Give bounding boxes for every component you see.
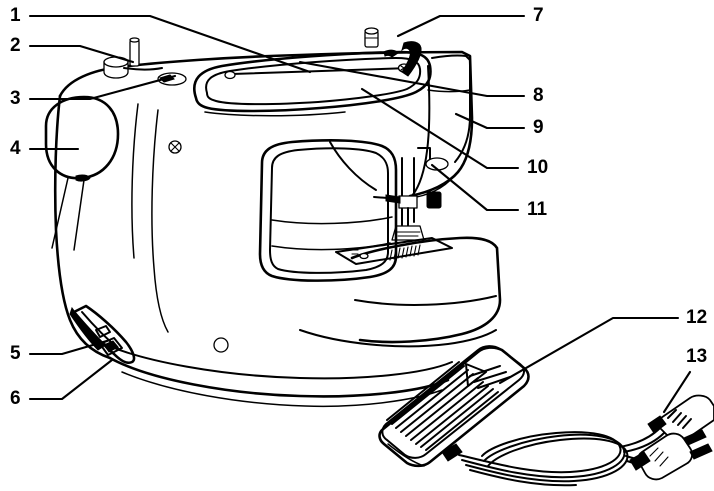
leader-1 <box>28 14 312 74</box>
face-plate-seam-top <box>427 89 471 93</box>
callout-numbers: 1 2 3 4 5 6 7 8 9 10 11 12 13 <box>10 5 707 409</box>
pedal-ribs <box>386 361 499 451</box>
mains-plug-collar <box>629 451 651 471</box>
pedal-side-wall <box>387 443 425 467</box>
machine-base-upper-edge <box>97 340 453 380</box>
handle-base-shadow <box>204 111 346 117</box>
mains-plug-prongs <box>683 429 713 460</box>
mains-plug-grip <box>649 447 669 467</box>
machine-extension-front <box>299 329 497 348</box>
free-arm-outer <box>258 139 398 282</box>
callout-2-label: 2 <box>10 35 21 56</box>
power-switch-socket-area <box>69 304 136 365</box>
machine-plug-collar <box>647 415 667 434</box>
spool-pin-assembly <box>364 27 422 77</box>
free-arm-inner <box>269 147 389 274</box>
body-contour-left-2 <box>131 103 139 259</box>
callout-5-label: 5 <box>10 343 21 364</box>
handle-top-highlight <box>231 67 411 75</box>
bobbin-spindle-top <box>129 37 140 43</box>
spool-pin-top <box>364 27 379 35</box>
thread-guide-block <box>426 191 442 209</box>
face-plate-left-edge <box>409 65 431 199</box>
callout-11-label: 11 <box>527 199 548 220</box>
leader-7 <box>396 14 526 38</box>
body-contour-left <box>151 109 169 333</box>
foot-controller <box>378 345 714 487</box>
mains-plug <box>629 429 713 481</box>
pedal-housing <box>378 346 530 468</box>
leader-5 <box>28 338 112 356</box>
thread-guide-block-hole <box>430 195 438 205</box>
pedal-top-face <box>381 345 525 459</box>
pedal-center-pattern <box>465 363 511 389</box>
needle-threader-bracket <box>417 147 431 163</box>
needle-plate-marks <box>351 249 359 255</box>
thread-cutter <box>373 196 389 199</box>
machine-bed-seam <box>354 295 497 306</box>
machine-base-lower-edge <box>121 371 443 408</box>
machine-base-front-edge <box>108 356 450 398</box>
machine-plug-ribs <box>667 409 692 429</box>
callout-3-label: 3 <box>10 88 21 109</box>
bobbin-cover-release <box>359 252 369 260</box>
hand-wheel-stem <box>51 177 85 251</box>
presser-foot-detail <box>395 231 421 237</box>
handle-inner <box>205 57 422 106</box>
needle-plate-area <box>335 237 453 265</box>
hand-wheel-hub <box>75 174 91 182</box>
free-arm-top-curve <box>329 141 377 191</box>
handle-screw-left-icon <box>224 70 236 80</box>
needle-plate <box>335 237 453 265</box>
needle-bar <box>401 157 415 226</box>
face-plate-right-edge <box>431 54 471 163</box>
leader-9 <box>454 112 526 130</box>
body-screw-lower-icon <box>213 337 229 353</box>
cord-strain-relief <box>441 443 463 462</box>
leader-2 <box>28 44 135 64</box>
free-arm-opening <box>258 139 398 282</box>
bobbin-winder-plate <box>123 67 163 71</box>
leader-12 <box>498 316 680 385</box>
machine-socket-hole <box>103 340 119 353</box>
machine-left-outline <box>53 94 112 360</box>
body-screw-upper-icon <box>168 140 182 154</box>
needle-clamp <box>398 195 418 209</box>
free-arm-bed-line <box>271 242 391 251</box>
leader-13 <box>662 370 692 414</box>
callout-7-label: 7 <box>533 5 544 26</box>
leader-lines <box>28 14 692 414</box>
upper-thread-guide-hook <box>400 41 422 77</box>
leader-6 <box>28 358 114 401</box>
power-switch <box>95 325 111 338</box>
callout-1-label: 1 <box>10 5 21 26</box>
socket-shadow <box>69 306 105 351</box>
machine-bed-right-block <box>350 236 502 344</box>
callout-8-label: 8 <box>533 85 544 106</box>
callout-10-label: 10 <box>527 157 548 178</box>
callout-13-label: 13 <box>686 346 707 367</box>
callout-4-label: 4 <box>10 138 21 159</box>
callout-12-label: 12 <box>686 307 707 328</box>
leader-3 <box>28 74 177 101</box>
leader-10 <box>360 87 520 170</box>
thread-guide-small <box>383 49 399 58</box>
free-arm-bed-line-2 <box>271 216 393 225</box>
leader-11 <box>430 163 520 212</box>
sewing-machine-body <box>44 27 502 408</box>
callout-9-label: 9 <box>533 117 544 138</box>
leader-8 <box>298 60 526 98</box>
callout-6-label: 6 <box>10 388 21 409</box>
